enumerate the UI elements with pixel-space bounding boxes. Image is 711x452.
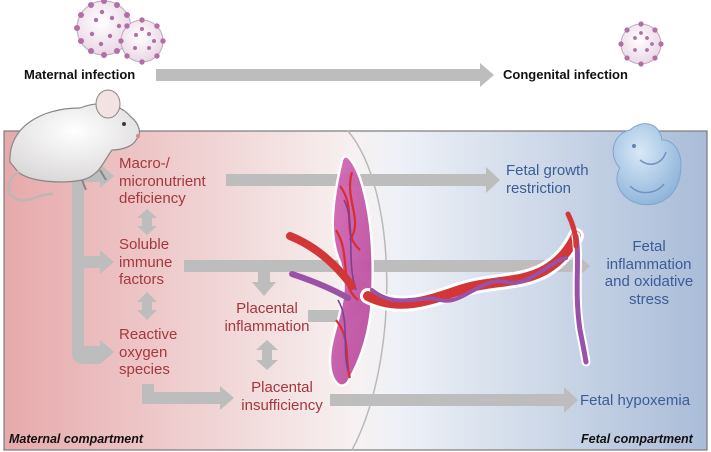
fetal-compartment-label: Fetal compartment [581, 432, 693, 446]
growth-line2: restriction [506, 179, 572, 197]
fetal-inflammation-line2: inflammation [606, 255, 692, 273]
nutrient-deficiency-label: Macro-/ micronutrient deficiency [119, 155, 206, 208]
placental-insufficiency-label: Placental insufficiency [232, 379, 332, 414]
nutrient-line2: micronutrient [119, 172, 206, 190]
maternal-arrows [72, 160, 234, 410]
ros-line3: species [119, 361, 170, 379]
umbilical-cord-icon [286, 211, 591, 367]
placental-insufficiency-line1: Placental [251, 379, 313, 396]
fetal-inflammation-label: Fetal inflammation and oxidative stress [594, 238, 704, 309]
immune-line2: immune [119, 253, 173, 271]
header-arrow [156, 63, 494, 87]
placental-insufficiency-line2: insufficiency [241, 396, 323, 414]
placenta-icon [328, 155, 374, 387]
virus-icon [118, 17, 166, 65]
virus-icon [618, 21, 664, 67]
immune-line3: factors [119, 271, 165, 289]
maternal-compartment-label: Maternal compartment [9, 432, 144, 446]
ros-label: Reactive oxygen species [119, 326, 177, 379]
immune-line1: Soluble [119, 236, 170, 253]
placental-inflammation-line1: Placental [236, 300, 298, 317]
congenital-infection-label: Congenital infection [503, 67, 628, 82]
mouse-icon [7, 89, 140, 202]
fetus-icon [612, 123, 682, 206]
uterine-wall-curve [347, 130, 388, 451]
immune-factors-label: Soluble immune factors [119, 236, 172, 289]
maternal-infection-label: Maternal infection [24, 67, 136, 82]
fetal-inflammation-line3: and oxidative [604, 273, 694, 291]
nutrient-line3: deficiency [119, 190, 186, 208]
ros-line1: Reactive [119, 326, 178, 343]
fetal-inflammation-line1: Fetal [632, 238, 666, 255]
placental-inflammation-label: Placental inflammation [217, 300, 317, 335]
fetal-growth-restriction-label: Fetal growth restriction [506, 162, 589, 197]
growth-line1: Fetal growth [506, 162, 589, 179]
ros-line2: oxygen [119, 343, 168, 361]
fetal-inflammation-line4: stress [628, 291, 669, 309]
fetal-hypoxemia-label: Fetal hypoxemia [580, 392, 691, 409]
nutrient-line1: Macro-/ [119, 155, 170, 172]
placental-inflammation-line2: inflammation [224, 317, 310, 335]
